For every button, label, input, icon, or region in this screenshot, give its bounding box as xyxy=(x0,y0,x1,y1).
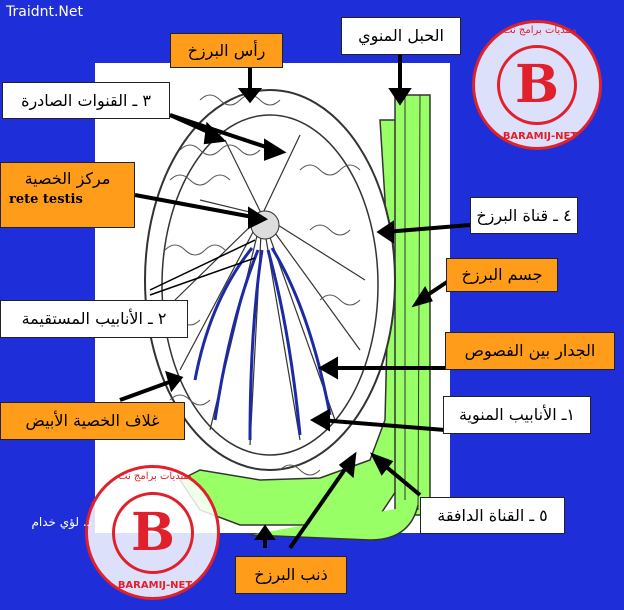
label-testis-center: مركز الخصية rete testis xyxy=(0,162,135,228)
blue-tubules xyxy=(193,247,332,441)
label-tunica-albuginea: غلاف الخصية الأبيض xyxy=(0,402,185,440)
author-signature: د. لؤي خدام xyxy=(31,515,92,529)
label-interlobular-septum: الجدار بين الفصوص xyxy=(445,332,615,370)
cord-tail xyxy=(249,504,419,541)
pointer-arrows xyxy=(119,55,471,550)
label-vas-deferens: ٥ ـ القناة الدافقة xyxy=(420,497,565,534)
watermark: Traidnt.Net xyxy=(6,4,83,20)
label-efferent-ducts: ٣ ـ القنوات الصادرة xyxy=(2,82,170,119)
logo-badge-top: B منتديات برامج نت BARAMIJ-NET xyxy=(472,20,602,150)
logo-bottom-text-bottom: BARAMIJ-NET xyxy=(117,580,193,591)
label-epididymis-body: جسم البرزخ xyxy=(446,258,558,292)
logo-ring-text: منتديات برامج نت xyxy=(503,25,577,36)
thin-arrows xyxy=(149,239,256,296)
logo-inner-circle: B xyxy=(497,45,577,125)
label-straight-tubules: ٢ ـ الأنابيب المستقيمة xyxy=(0,300,188,338)
logo-badge-bottom: B منتديات برامج نت BARAMIJ-NET xyxy=(85,465,220,600)
logo-bottom-text: BARAMIJ-NET xyxy=(502,131,578,142)
tubule-texture xyxy=(159,94,361,476)
label-seminiferous-tubules: ١ـ الأنابيب المنوية xyxy=(443,396,591,434)
label-center-ar: مركز الخصية xyxy=(24,169,111,188)
label-rete-testis: rete testis xyxy=(9,192,83,208)
spermatic-cord xyxy=(394,94,431,516)
label-head: رأس البرزخ xyxy=(170,33,283,68)
label-spermatic-cord: الحبل المنوي xyxy=(341,17,461,55)
label-tail: ذنب البرزخ xyxy=(235,556,347,594)
logo-ring-text-bottom: منتديات برامج نت xyxy=(118,471,192,482)
label-epididymis-duct: ٤ ـ قناة البرزخ xyxy=(470,197,578,234)
logo-inner-circle-bottom: B xyxy=(112,492,194,574)
